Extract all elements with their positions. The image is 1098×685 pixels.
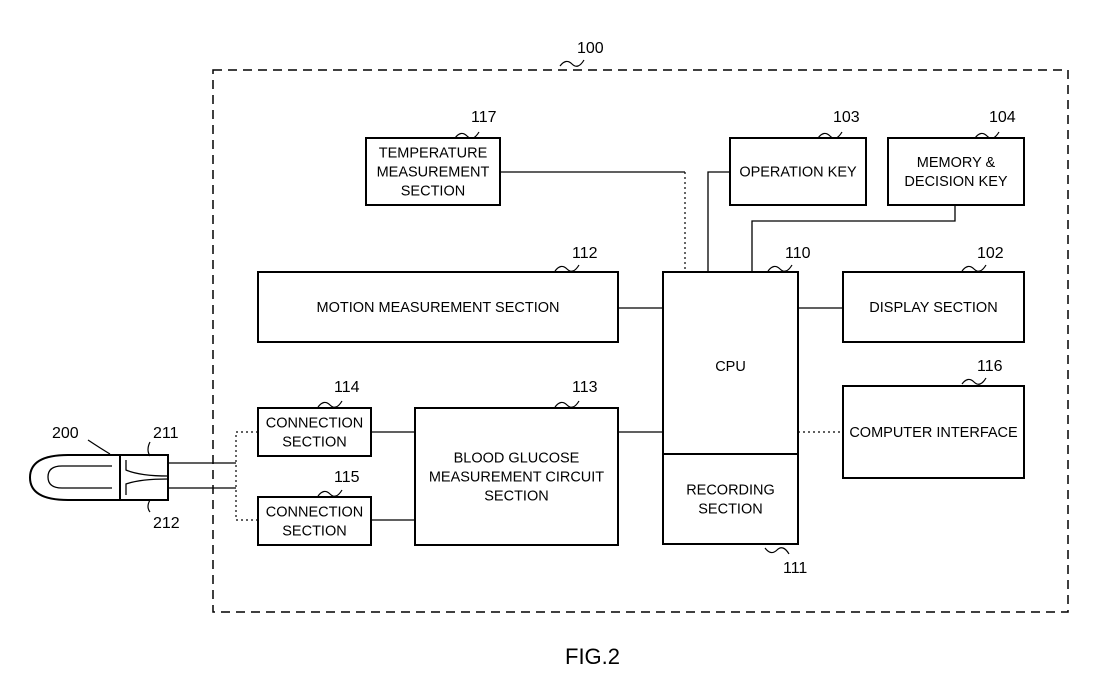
glucose-label-line: SECTION xyxy=(484,489,548,505)
electrode-a-ref: 211 xyxy=(153,425,179,442)
sensor-ref-leader xyxy=(88,440,110,454)
recording-ref-leader xyxy=(765,548,789,554)
cpu-label-line: CPU xyxy=(715,359,746,375)
cpu-ref-leader xyxy=(768,265,792,271)
glucose-label-line: BLOOD GLUCOSE xyxy=(454,451,580,467)
connection1-ref-leader xyxy=(318,401,342,407)
memory-key-label-line: DECISION KEY xyxy=(904,174,1007,190)
temperature-label-line: TEMPERATURE xyxy=(379,146,488,162)
operation-key-ref: 103 xyxy=(833,109,860,126)
connection1-ref: 114 xyxy=(334,379,360,396)
temperature-ref: 117 xyxy=(471,109,497,126)
connection2-label-line: SECTION xyxy=(282,524,346,540)
figure-label: FIG.2 xyxy=(565,644,620,669)
electrode-b-leader xyxy=(148,500,150,512)
display-ref-leader xyxy=(962,265,986,271)
computer-if-ref: 116 xyxy=(977,358,1003,375)
device-ref-leader xyxy=(560,60,584,66)
recording-ref: 111 xyxy=(783,560,807,577)
computer-if-ref-leader xyxy=(962,378,986,384)
computer-if-label-line: COMPUTER INTERFACE xyxy=(849,425,1018,441)
glucose-ref: 113 xyxy=(572,379,598,396)
sensor-ref-label: 200 xyxy=(52,425,79,442)
temperature-label-line: SECTION xyxy=(401,184,465,200)
connection1-label-line: CONNECTION xyxy=(266,416,363,432)
temperature-label-line: MEASUREMENT xyxy=(377,165,490,181)
display-ref: 102 xyxy=(977,245,1004,262)
motion-ref: 112 xyxy=(572,245,598,262)
memory-key-block xyxy=(888,138,1024,205)
motion-ref-leader xyxy=(555,265,579,271)
recording-block xyxy=(663,454,798,544)
recording-label-line: SECTION xyxy=(698,502,762,518)
recording-label-line: RECORDING xyxy=(686,483,775,499)
blocks: TEMPERATURE MEASUREMENT SECTION 117OPERATIO… xyxy=(258,109,1024,577)
glucose-ref-leader xyxy=(555,401,579,407)
glucose-label-line: MEASUREMENT CIRCUIT xyxy=(429,470,604,486)
connection2-ref-leader xyxy=(318,490,342,496)
memory-key-label-line: MEMORY & xyxy=(917,155,996,171)
motion-label-line: MOTION MEASUREMENT SECTION xyxy=(316,300,559,316)
operation-key-label-line: OPERATION KEY xyxy=(739,165,857,181)
cpu-ref: 110 xyxy=(785,245,811,262)
sensor-strip xyxy=(30,455,168,500)
electrode-a-leader xyxy=(148,442,150,456)
device-ref: 100 xyxy=(577,40,604,57)
memory-key-ref: 104 xyxy=(989,109,1016,126)
electrode-b-ref: 212 xyxy=(153,515,180,532)
connection1-label-line: SECTION xyxy=(282,435,346,451)
display-label-line: DISPLAY SECTION xyxy=(869,300,997,316)
connection2-label-line: CONNECTION xyxy=(266,505,363,521)
connection2-ref: 115 xyxy=(334,469,360,486)
